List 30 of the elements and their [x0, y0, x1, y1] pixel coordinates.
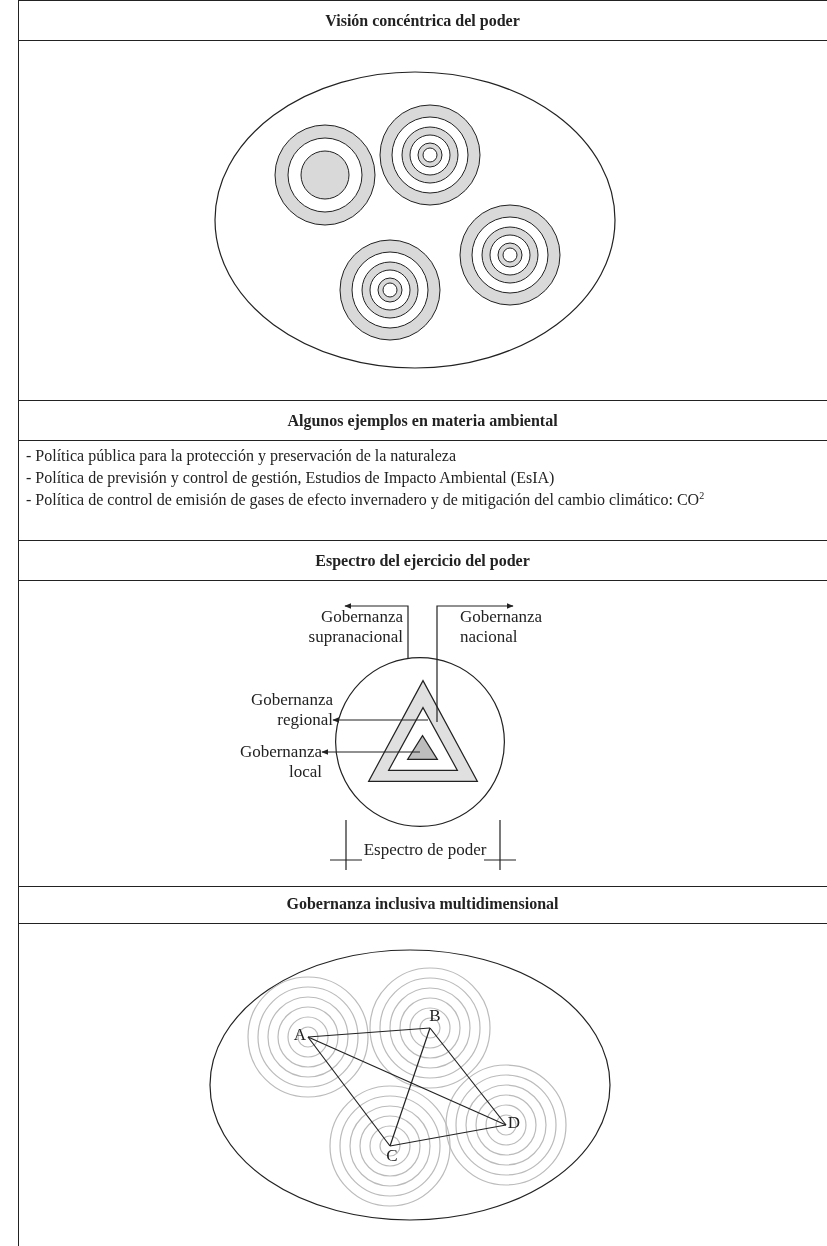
- connector-line: [307, 1036, 391, 1147]
- spectrum-circle: [335, 657, 505, 827]
- arrow: [344, 603, 409, 659]
- governance-label: Gobernanza nacional: [460, 607, 560, 649]
- arrow: [332, 717, 429, 723]
- bullet-item: - Política de previsión y control de gestión, Estudios de Impacto Ambiental (EsIA): [26, 468, 556, 488]
- vertex-label: D: [506, 1113, 522, 1135]
- vertex-label: C: [384, 1146, 400, 1168]
- middle-triangle: [388, 707, 458, 771]
- connector-line: [429, 1027, 507, 1126]
- bullet-item: - Política de control de emisión de gases de efecto invernadero y de mitigación del cambio climático: CO$^{2}$: [26, 490, 706, 510]
- vertex-label: A: [292, 1025, 308, 1047]
- connector-line: [307, 1027, 431, 1038]
- governance-label: Gobernanza local: [222, 742, 322, 784]
- section-heading: Algunos ejemplos en materia ambiental: [286, 412, 559, 430]
- outer-triangle: [368, 680, 478, 782]
- arrow: [321, 749, 421, 755]
- vertex-label: B: [427, 1006, 443, 1028]
- inner-triangle: [407, 735, 438, 760]
- dimension-label: Espectro de poder: [362, 840, 488, 860]
- governance-label: Gobernanza regional: [233, 690, 333, 732]
- section-heading: Gobernanza inclusiva multidimensional: [285, 895, 560, 913]
- section-heading: Visión concéntrica del poder: [324, 12, 521, 30]
- connector-line: [307, 1036, 507, 1126]
- governance-label: Gobernanza supranacional: [295, 607, 403, 649]
- section-heading: Espectro del ejercicio del poder: [314, 552, 531, 570]
- connector-line: [389, 1124, 507, 1147]
- arrow: [436, 603, 514, 723]
- connector-line: [389, 1027, 431, 1147]
- bullet-item: - Política pública para la protección y preservación de la naturaleza: [26, 446, 457, 466]
